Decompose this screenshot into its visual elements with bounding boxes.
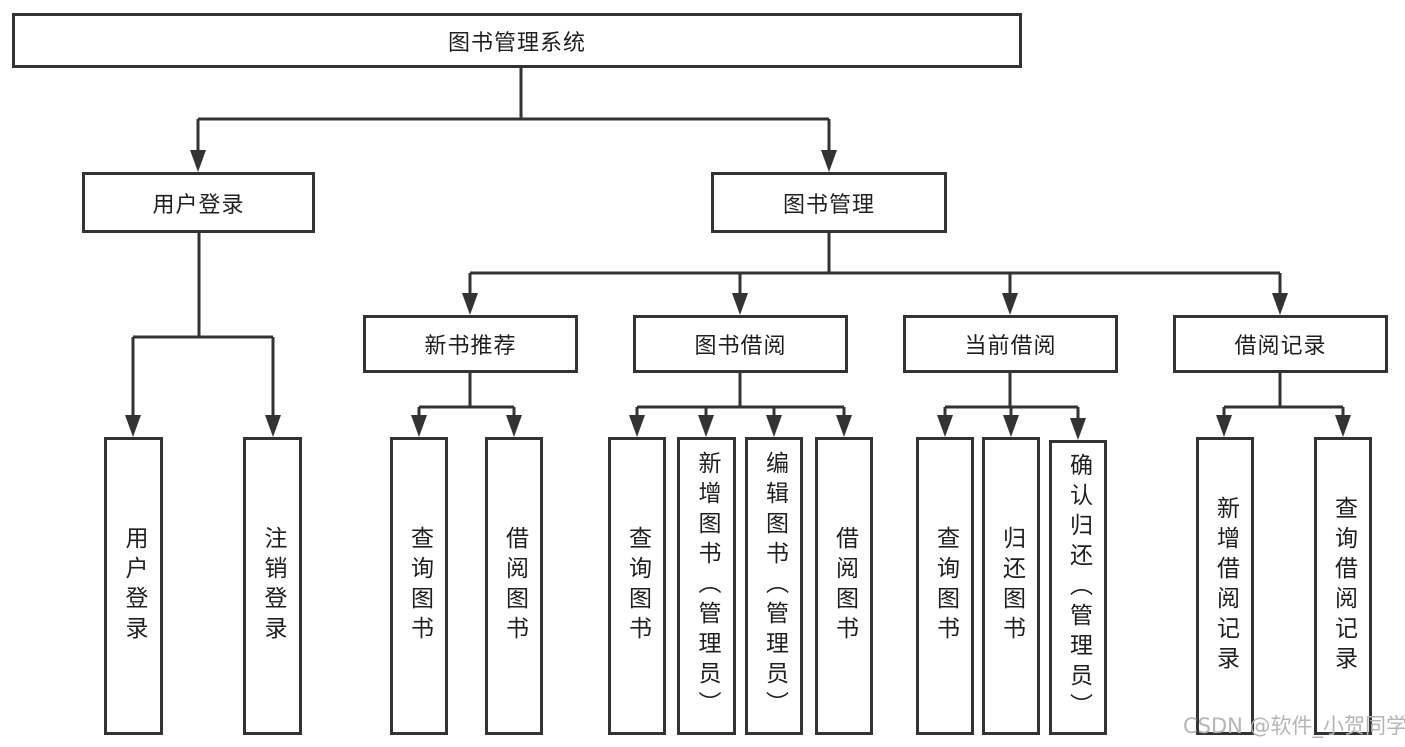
connector-bookborrow-to-leaves [635, 373, 846, 416]
connector-borrowrecords-to-leaves [1222, 373, 1345, 416]
connector-currentborrow-to-leaves [943, 373, 1080, 419]
leaf-query-borrow-record: 查询借阅记录 [1314, 437, 1372, 735]
leaf-confirm-return-admin: 确认归还（管理员） [1049, 440, 1107, 735]
node-current-borrowing: 当前借阅 [903, 315, 1118, 373]
leaf-borrow-books-recommend: 借阅图书 [485, 437, 543, 735]
connector-userlogin-to-leaves [131, 233, 275, 416]
leaf-add-borrow-record: 新增借阅记录 [1196, 437, 1254, 735]
leaf-borrow-books: 借阅图书 [815, 437, 873, 735]
leaf-query-books-borrowing: 查询图书 [608, 437, 666, 735]
arrowheads [125, 150, 1351, 440]
csdn-watermark: CSDN @软件_小贺同学 [1183, 714, 1405, 738]
node-book-management: 图书管理 [711, 172, 947, 233]
connector-root-to-level2 [196, 68, 831, 151]
leaf-query-books-recommend: 查询图书 [390, 437, 448, 735]
leaf-user-login: 用户登录 [104, 437, 163, 735]
connector-bookmgmt-to-level3 [468, 233, 1282, 294]
leaf-logout: 注销登录 [243, 437, 302, 735]
leaf-edit-books-admin: 编辑图书（管理员） [745, 437, 803, 735]
node-borrowing-records: 借阅记录 [1173, 315, 1388, 373]
node-user-login: 用户登录 [82, 172, 315, 233]
node-book-management-system: 图书管理系统 [12, 13, 1022, 68]
leaf-add-books-admin: 新增图书（管理员） [677, 437, 736, 735]
node-book-borrowing: 图书借阅 [633, 315, 848, 373]
leaf-return-books: 归还图书 [982, 437, 1040, 735]
node-new-book-recommendation: 新书推荐 [363, 315, 578, 373]
connector-newbook-to-leaves [417, 373, 516, 416]
leaf-query-books-current: 查询图书 [916, 437, 974, 735]
